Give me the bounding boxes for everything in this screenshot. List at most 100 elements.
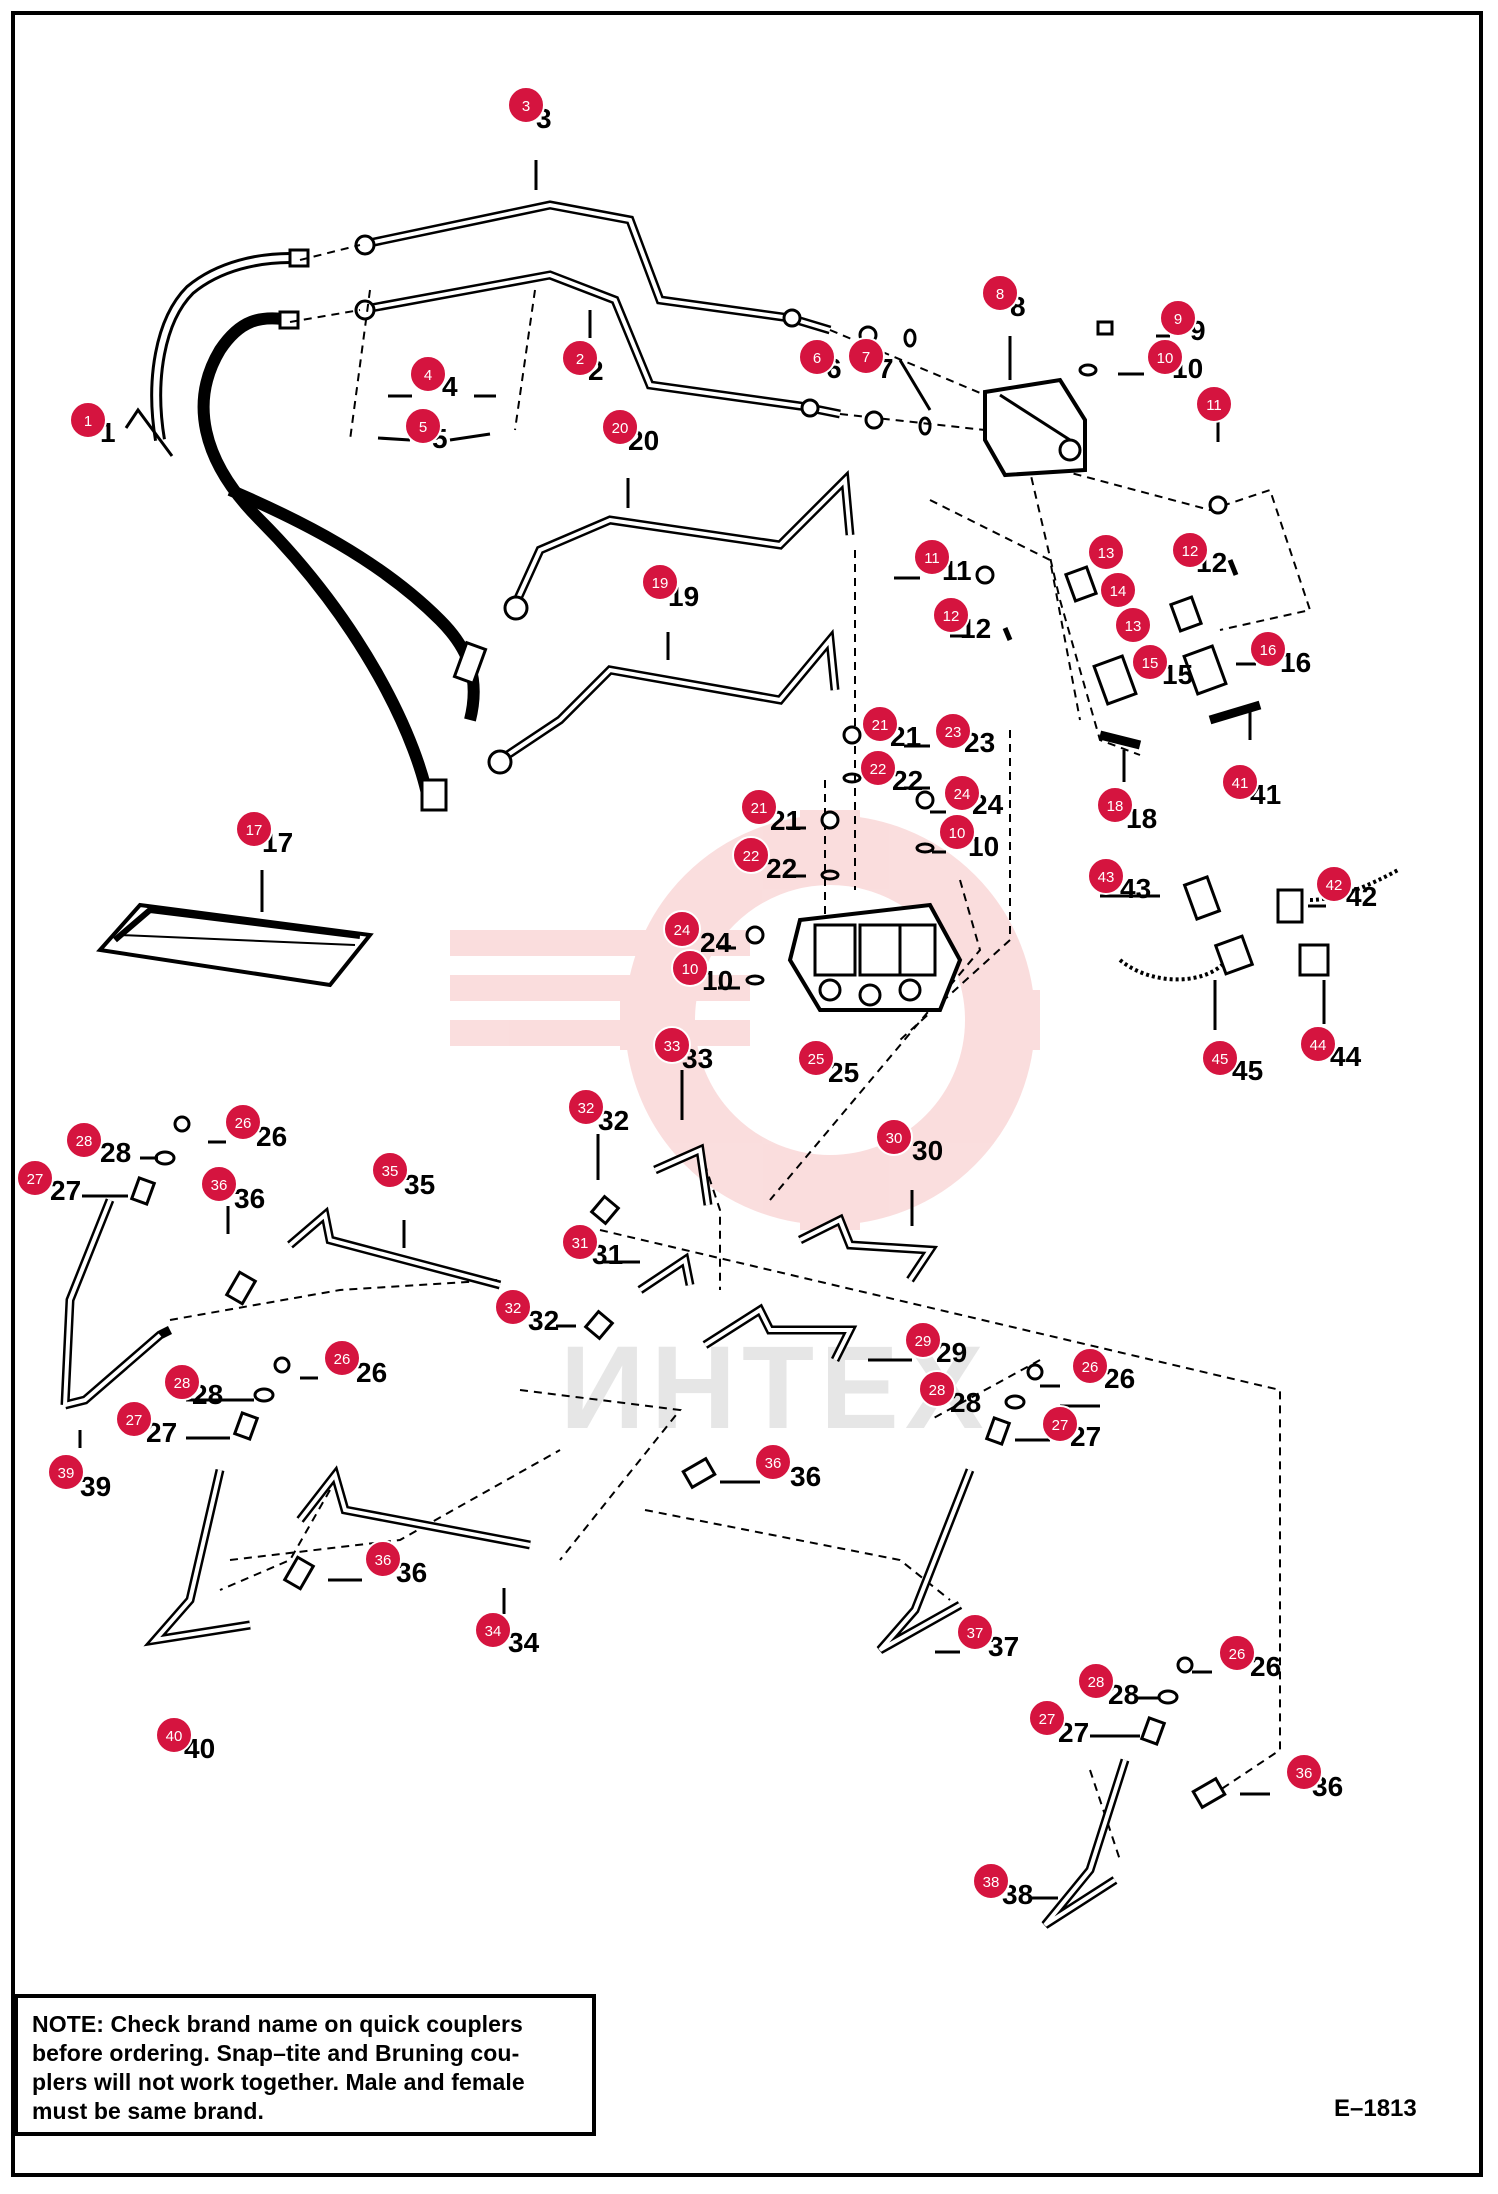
- callout-badge[interactable]: 12: [1171, 531, 1209, 569]
- callout-number: 39: [58, 1465, 75, 1482]
- callout-badge[interactable]: 32: [567, 1088, 605, 1126]
- callout-badge[interactable]: 26: [1071, 1347, 1109, 1385]
- callout-badge[interactable]: 24: [943, 774, 981, 812]
- callout-circle: [1221, 763, 1259, 801]
- callout-badge[interactable]: 36: [200, 1165, 238, 1203]
- callout-badge[interactable]: 21: [861, 705, 899, 743]
- callout-number: 6: [813, 350, 821, 367]
- callout-number: 14: [1110, 583, 1127, 600]
- callout-badge[interactable]: 22: [859, 749, 897, 787]
- callout-badge[interactable]: 5: [404, 407, 442, 445]
- callout-badge[interactable]: 34: [474, 1611, 512, 1649]
- callout-badge[interactable]: 10: [1146, 338, 1184, 376]
- callout-badge[interactable]: 40: [155, 1716, 193, 1754]
- callout-badge[interactable]: 11: [1195, 385, 1233, 423]
- callout-number: 27: [1052, 1417, 1069, 1434]
- note-line: before ordering. Snap–tite and Bruning c…: [32, 2040, 520, 2066]
- callout-badge[interactable]: 27: [115, 1400, 153, 1438]
- callout-badge[interactable]: 38: [972, 1862, 1010, 1900]
- callout-badge[interactable]: 15: [1131, 643, 1169, 681]
- callout-badge[interactable]: 28: [918, 1370, 956, 1408]
- callout-badge[interactable]: 19: [641, 563, 679, 601]
- callout-badge[interactable]: 21: [740, 788, 778, 826]
- callout-badge[interactable]: 36: [754, 1443, 792, 1481]
- callout-circle: [1249, 630, 1287, 668]
- callout-badge[interactable]: 4: [409, 355, 447, 393]
- callout-badge[interactable]: 13: [1087, 533, 1125, 571]
- callout-number: 23: [945, 724, 962, 741]
- callout-badge[interactable]: 32: [494, 1288, 532, 1326]
- callout-badge[interactable]: 26: [224, 1103, 262, 1141]
- callout-badge[interactable]: 11: [913, 538, 951, 576]
- printed-label: 28: [100, 1137, 131, 1168]
- callout-circle: [1071, 1347, 1109, 1385]
- callout-number: 28: [929, 1382, 946, 1399]
- callout-badge[interactable]: 45: [1201, 1039, 1239, 1077]
- callout-badge[interactable]: 36: [1285, 1753, 1323, 1791]
- callout-badge[interactable]: 16: [1249, 630, 1287, 668]
- callout-badge[interactable]: 8: [981, 274, 1019, 312]
- callout-number: 43: [1098, 869, 1115, 886]
- callout-badge[interactable]: 23: [934, 712, 972, 750]
- callout-badge[interactable]: 14: [1099, 571, 1137, 609]
- callout-circle: [163, 1363, 201, 1401]
- callout-badge[interactable]: 2: [561, 339, 599, 377]
- callout-badge[interactable]: 35: [371, 1151, 409, 1189]
- callout-circle: [1028, 1699, 1066, 1737]
- callout-badge[interactable]: 17: [235, 810, 273, 848]
- callout-badge[interactable]: 1: [69, 401, 107, 439]
- callout-number: 24: [954, 786, 971, 803]
- callout-badge[interactable]: 10: [671, 949, 709, 987]
- callout-badge[interactable]: 27: [1041, 1405, 1079, 1443]
- callout-badge[interactable]: 27: [1028, 1699, 1066, 1737]
- callout-badge[interactable]: 24: [663, 910, 701, 948]
- callout-number: 27: [1039, 1711, 1056, 1728]
- callout-circle: [981, 274, 1019, 312]
- callout-badge[interactable]: 43: [1087, 857, 1125, 895]
- callout-badge[interactable]: 9: [1159, 299, 1197, 337]
- callout-number: 40: [166, 1728, 183, 1745]
- callout-circle: [235, 810, 273, 848]
- callout-badge[interactable]: 7: [847, 337, 885, 375]
- callout-badge[interactable]: 20: [601, 408, 639, 446]
- callout-number: 8: [996, 286, 1004, 303]
- callout-badge[interactable]: 25: [797, 1039, 835, 1077]
- callout-badge[interactable]: 6: [798, 338, 836, 376]
- callout-badge[interactable]: 26: [323, 1339, 361, 1377]
- callout-badge[interactable]: 26: [1218, 1634, 1256, 1672]
- callout-badge[interactable]: 3: [507, 86, 545, 124]
- callout-circle: [494, 1288, 532, 1326]
- callout-number: 18: [1107, 798, 1124, 815]
- callout-circle: [861, 705, 899, 743]
- callout-badge[interactable]: 30: [875, 1118, 913, 1156]
- callout-badge[interactable]: 31: [561, 1223, 599, 1261]
- callout-badge[interactable]: 22: [732, 836, 770, 874]
- callout-badge[interactable]: 28: [163, 1363, 201, 1401]
- callout-circle: [65, 1121, 103, 1159]
- callout-circle: [943, 774, 981, 812]
- callout-number: 9: [1174, 311, 1182, 328]
- callout-badge[interactable]: 39: [47, 1453, 85, 1491]
- callout-number: 38: [983, 1874, 1000, 1891]
- callout-badge[interactable]: 13: [1114, 606, 1152, 644]
- callout-badge[interactable]: 18: [1096, 786, 1134, 824]
- callout-badge[interactable]: 12: [932, 596, 970, 634]
- callout-badge[interactable]: 27: [16, 1159, 54, 1197]
- callout-badge[interactable]: 36: [364, 1540, 402, 1578]
- callout-number: 20: [612, 420, 629, 437]
- callout-badge[interactable]: 28: [1077, 1662, 1115, 1700]
- callout-badge[interactable]: 29: [904, 1321, 942, 1359]
- callout-badge[interactable]: 33: [653, 1026, 691, 1064]
- callout-number: 28: [76, 1133, 93, 1150]
- callout-number: 32: [578, 1100, 595, 1117]
- callout-badge[interactable]: 10: [938, 813, 976, 851]
- callout-badge[interactable]: 37: [956, 1613, 994, 1651]
- callout-circle: [1201, 1039, 1239, 1077]
- callout-badge[interactable]: 28: [65, 1121, 103, 1159]
- callout-badge[interactable]: 42: [1315, 865, 1353, 903]
- callout-badge[interactable]: 41: [1221, 763, 1259, 801]
- callout-badge[interactable]: 44: [1299, 1025, 1337, 1063]
- callout-circle: [934, 712, 972, 750]
